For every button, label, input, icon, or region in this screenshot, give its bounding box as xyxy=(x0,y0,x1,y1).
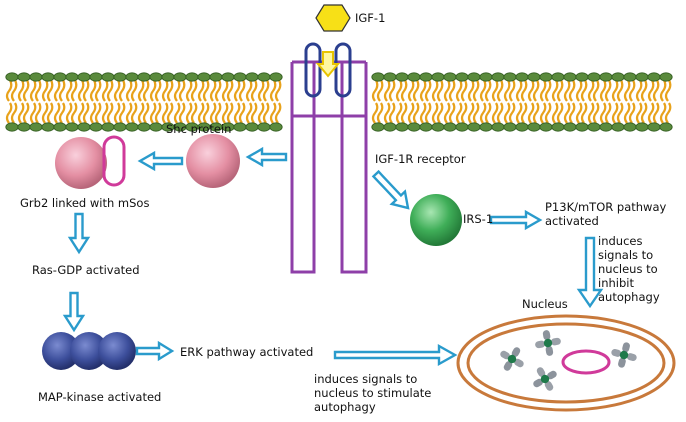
label-ras-gdp: Ras-GDP activated xyxy=(32,263,140,277)
label-igf1: IGF-1 xyxy=(355,11,386,25)
label-erk-pathway: ERK pathway activated xyxy=(180,345,314,359)
shc-protein-sphere xyxy=(186,134,240,188)
chromosome xyxy=(500,347,524,371)
arrow-receptor-to-irs1 xyxy=(371,169,410,210)
msos-ring xyxy=(102,135,126,187)
arrow-grb2-to-ras xyxy=(67,212,91,255)
arrow-ras-to-mapk xyxy=(62,291,86,333)
mapk-sphere xyxy=(98,332,136,370)
label-mapk: MAP-kinase activated xyxy=(38,390,162,404)
nucleus xyxy=(456,314,676,412)
igf1-ligand-hexagon xyxy=(315,4,351,32)
igf1r-receptor xyxy=(290,60,368,274)
grb2-sphere xyxy=(55,137,107,189)
label-induces-inhibit-autophagy: induces signals to nucleus to inhibit au… xyxy=(598,234,660,304)
label-igf1r-receptor: IGF-1R receptor xyxy=(375,152,466,166)
arrow-shc-to-grb2 xyxy=(137,150,184,172)
label-induces-stimulate-autophagy: induces signals to nucleus to stimulate … xyxy=(314,372,432,414)
chromosome xyxy=(533,367,557,391)
chromosome xyxy=(535,330,561,356)
label-shc-protein: Shc protein xyxy=(166,122,232,136)
chromosome xyxy=(611,342,637,368)
receptor-binding-site xyxy=(304,42,352,98)
arrow-erk-to-nucleus xyxy=(333,343,458,367)
chromosomes xyxy=(500,330,637,391)
arrow-mapk-to-erk xyxy=(135,340,175,362)
label-grb2-msos: Grb2 linked with mSos xyxy=(20,196,150,210)
mapk-sphere xyxy=(70,332,108,370)
mapk-sphere xyxy=(42,332,80,370)
arrow-pi3k-to-nucleus xyxy=(576,236,604,309)
arrow-receptor-to-shc xyxy=(245,146,288,168)
arrow-irs1-to-pi3k xyxy=(489,209,543,231)
irs1-sphere xyxy=(410,194,462,246)
label-nucleus: Nucleus xyxy=(522,297,568,311)
signal-arrows xyxy=(62,146,604,367)
label-pi3k-mtor: P13K/mTOR pathway activated xyxy=(545,200,667,228)
nucleolus xyxy=(561,349,611,375)
cell-membrane xyxy=(5,72,673,132)
label-irs1: IRS-1 xyxy=(463,212,494,226)
ligand-binding-arrow xyxy=(315,51,341,78)
